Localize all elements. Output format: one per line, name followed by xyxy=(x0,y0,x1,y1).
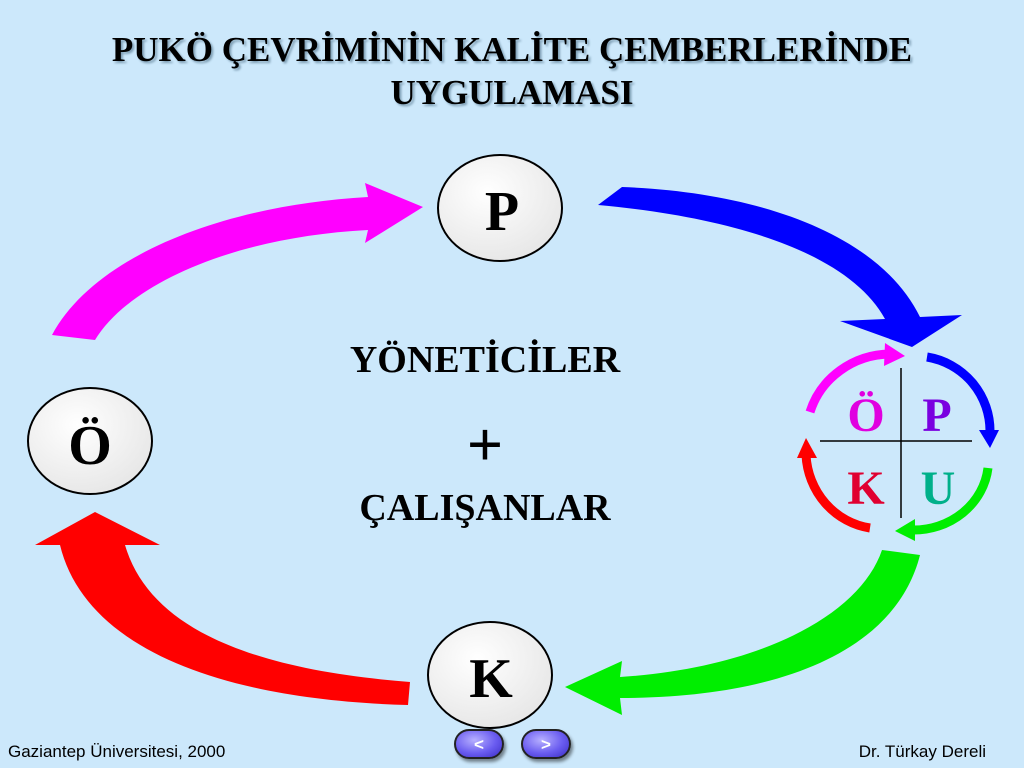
prev-slide-button[interactable]: < xyxy=(454,729,504,759)
arrow-o-to-p xyxy=(52,183,423,340)
arrow-cycle-to-k xyxy=(565,550,920,715)
slide-title: PUKÖ ÇEVRİMİNİN KALİTE ÇEMBERLERİNDE UYG… xyxy=(0,28,1024,114)
footer-institution: Gaziantep Üniversitesi, 2000 xyxy=(8,742,226,761)
node-p-circle xyxy=(437,154,563,262)
mini-puko-cycle: Ö P K U xyxy=(797,343,999,541)
mini-arrowhead-p xyxy=(979,430,999,448)
node-k-label: K xyxy=(469,648,513,710)
node-k-circle xyxy=(427,621,553,729)
center-managers-label: YÖNETİCİLER xyxy=(349,339,621,381)
arrow-p-to-cycle xyxy=(598,187,962,347)
node-o-circle xyxy=(27,387,153,495)
mini-label-o: Ö xyxy=(847,389,884,442)
next-slide-button[interactable]: > xyxy=(521,729,571,759)
mini-arrowhead-o xyxy=(884,343,905,366)
slide-title-line-1: PUKÖ ÇEVRİMİNİN KALİTE ÇEMBERLERİNDE xyxy=(111,30,913,69)
mini-label-u: U xyxy=(921,462,956,515)
arrow-k-to-o xyxy=(35,512,410,705)
mini-arc-p xyxy=(926,352,995,433)
mini-label-p: P xyxy=(922,389,951,442)
mini-arc-u xyxy=(911,467,993,535)
mini-arrowhead-k xyxy=(797,438,817,458)
slide-title-line-2: UYGULAMASI xyxy=(390,73,634,112)
center-plus-sign: + xyxy=(466,409,504,480)
footer-author: Dr. Türkay Dereli xyxy=(858,742,986,761)
mini-arrowhead-u xyxy=(895,519,915,541)
node-p-label: P xyxy=(485,181,519,243)
mini-arc-k xyxy=(801,454,871,533)
center-employees-label: ÇALIŞANLAR xyxy=(359,487,611,529)
mini-arc-o xyxy=(805,349,891,414)
mini-label-k: K xyxy=(847,462,884,515)
node-o-label: Ö xyxy=(68,415,112,477)
